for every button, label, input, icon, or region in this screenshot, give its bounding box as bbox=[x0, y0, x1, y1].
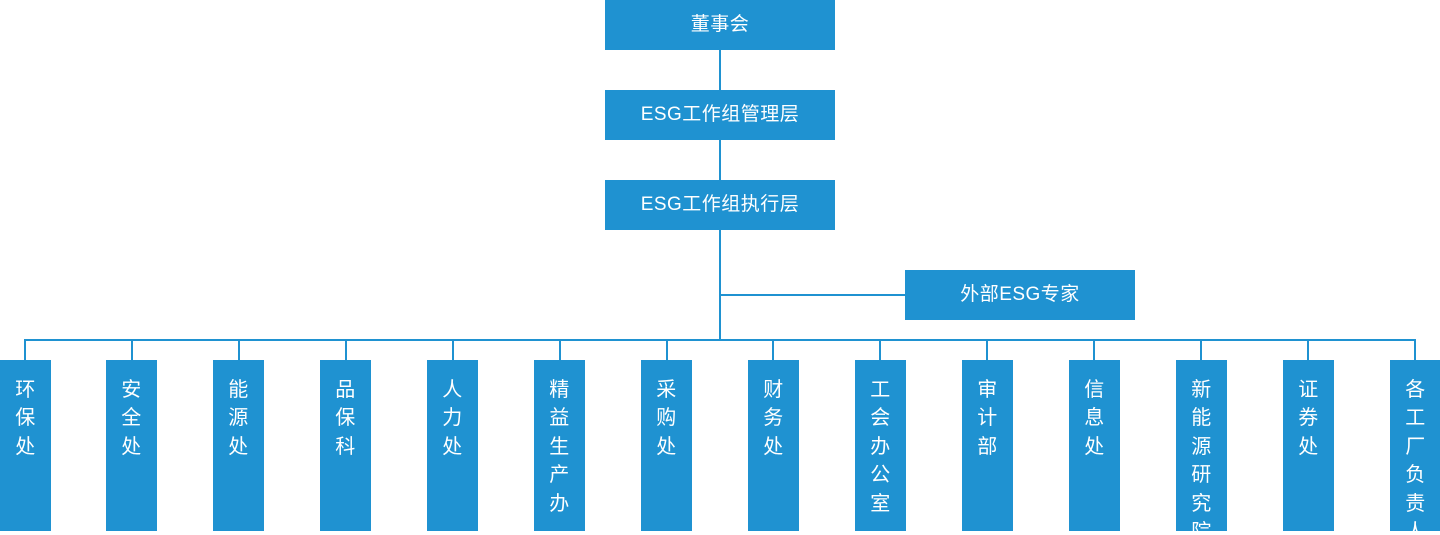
connector-bus-to-department bbox=[1200, 339, 1202, 360]
node-label: 外部ESG专家 bbox=[960, 283, 1080, 305]
node-department[interactable]: 人力处 bbox=[427, 360, 478, 531]
node-label: 人力处 bbox=[442, 379, 463, 458]
node-department[interactable]: 采购处 bbox=[641, 360, 692, 531]
node-department[interactable]: 品保科 bbox=[320, 360, 371, 531]
node-label: 能源处 bbox=[228, 379, 249, 458]
node-label: 工会办公室 bbox=[870, 379, 891, 515]
node-label: 新能源研究院 bbox=[1191, 379, 1212, 535]
node-department[interactable]: 工会办公室 bbox=[855, 360, 906, 531]
connector-bus-to-department bbox=[452, 339, 454, 360]
node-department[interactable]: 各工厂负责人 bbox=[1390, 360, 1440, 535]
node-label: 采购处 bbox=[656, 379, 677, 458]
connector-bus-to-department bbox=[559, 339, 561, 360]
node-label: 各工厂负责人 bbox=[1405, 379, 1426, 535]
node-label: 财务处 bbox=[763, 379, 784, 458]
node-board-of-directors[interactable]: 董事会 bbox=[605, 0, 835, 50]
connector-bus-to-department bbox=[1414, 339, 1416, 360]
connector-board-to-management bbox=[719, 50, 721, 90]
node-label: 环保处 bbox=[15, 379, 36, 458]
connector-execution-to-expert bbox=[719, 294, 905, 296]
node-department[interactable]: 信息处 bbox=[1069, 360, 1120, 531]
connector-bus-to-department bbox=[666, 339, 668, 360]
node-label: 品保科 bbox=[335, 379, 356, 458]
connector-bus-to-department bbox=[131, 339, 133, 360]
node-department[interactable]: 精益生产办 bbox=[534, 360, 585, 531]
connector-department-bus bbox=[25, 339, 1415, 341]
connector-bus-to-department bbox=[24, 339, 26, 360]
node-department[interactable]: 新能源研究院 bbox=[1176, 360, 1227, 535]
connector-bus-to-department bbox=[986, 339, 988, 360]
connector-execution-trunk bbox=[719, 230, 721, 340]
connector-bus-to-department bbox=[772, 339, 774, 360]
node-label: 安全处 bbox=[121, 379, 142, 458]
connector-bus-to-department bbox=[1093, 339, 1095, 360]
node-label: 董事会 bbox=[690, 13, 750, 35]
node-label: ESG工作组执行层 bbox=[640, 193, 800, 215]
node-label: 证券处 bbox=[1298, 379, 1319, 458]
node-department[interactable]: 证券处 bbox=[1283, 360, 1334, 531]
connector-management-to-execution bbox=[719, 140, 721, 180]
node-esg-execution-layer[interactable]: ESG工作组执行层 bbox=[605, 180, 835, 230]
node-label: 信息处 bbox=[1084, 379, 1105, 458]
node-label: 精益生产办 bbox=[549, 379, 570, 515]
node-label: 审计部 bbox=[977, 379, 998, 458]
node-esg-management-layer[interactable]: ESG工作组管理层 bbox=[605, 90, 835, 140]
node-department[interactable]: 能源处 bbox=[213, 360, 264, 531]
connector-bus-to-department bbox=[238, 339, 240, 360]
node-department[interactable]: 审计部 bbox=[962, 360, 1013, 531]
connector-bus-to-department bbox=[1307, 339, 1309, 360]
node-external-esg-expert[interactable]: 外部ESG专家 bbox=[905, 270, 1135, 320]
node-label: ESG工作组管理层 bbox=[640, 103, 800, 125]
node-department[interactable]: 财务处 bbox=[748, 360, 799, 531]
node-department[interactable]: 环保处 bbox=[0, 360, 51, 531]
node-department[interactable]: 安全处 bbox=[106, 360, 157, 531]
connector-bus-to-department bbox=[345, 339, 347, 360]
connector-bus-to-department bbox=[879, 339, 881, 360]
